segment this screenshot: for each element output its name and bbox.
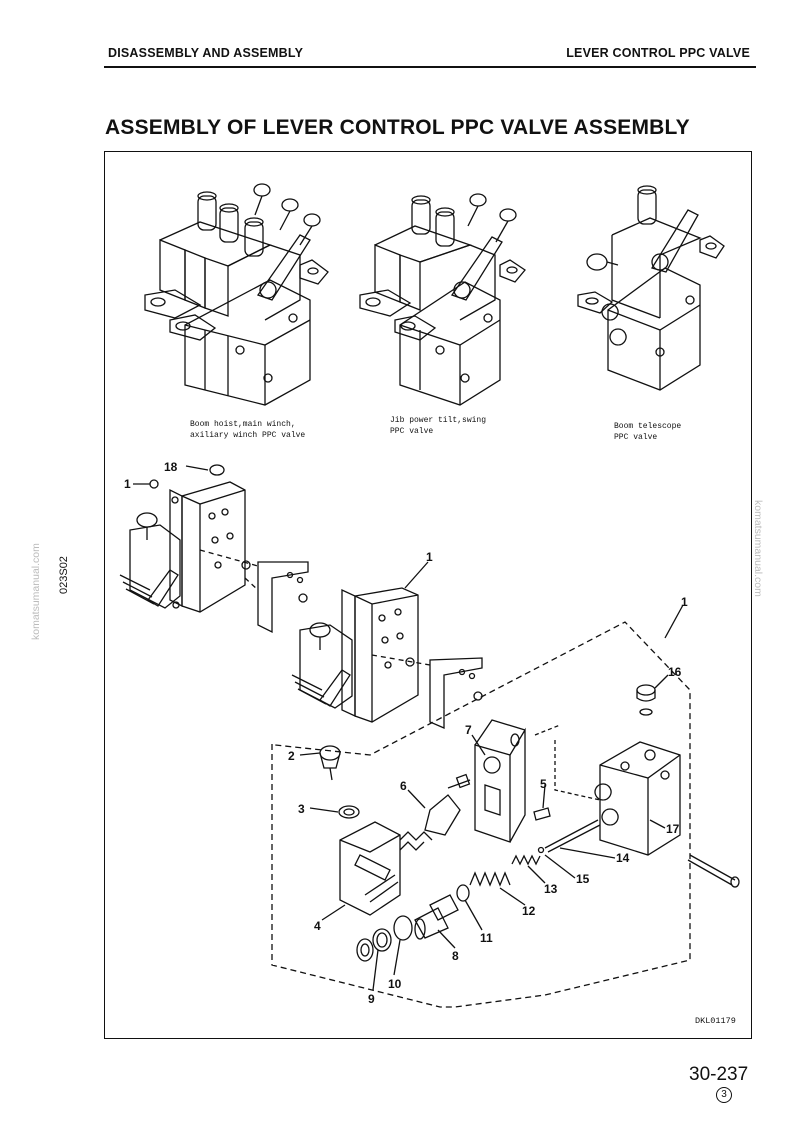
page-number: 30-237 <box>689 1064 749 1085</box>
callout-5: 5 <box>540 777 547 791</box>
valve-illustration-double <box>359 193 526 406</box>
revision-badge: 3 <box>716 1087 732 1103</box>
page-title: ASSEMBLY OF LEVER CONTROL PPC VALVE ASSE… <box>105 116 690 139</box>
callout-2: 2 <box>288 749 295 763</box>
caption-valve-3-line-1: Boom telescope <box>614 422 681 431</box>
caption-valve-2-line-2: PPC valve <box>390 427 433 436</box>
callout-14: 14 <box>616 851 630 865</box>
callout-15: 15 <box>576 872 590 886</box>
callout-11: 11 <box>480 931 493 945</box>
callout-12: 12 <box>522 904 536 918</box>
callout-1c: 1 <box>681 595 688 609</box>
caption-valve-1-line-2: axiliary winch PPC valve <box>190 431 305 440</box>
caption-valve-3-line-2: PPC valve <box>614 433 657 442</box>
caption-valve-2-line-1: Jib power tilt,swing <box>390 416 486 425</box>
header-rule <box>104 66 756 68</box>
illustration-frame <box>104 151 752 1039</box>
caption-valve-1-line-1: Boom hoist,main winch, <box>190 420 296 429</box>
callout-13: 13 <box>544 882 558 896</box>
callout-8: 8 <box>452 949 459 963</box>
valve-illustration-triple <box>144 183 329 406</box>
valve-illustration-single <box>577 185 725 391</box>
callout-9: 9 <box>368 992 375 1006</box>
callout-1b: 1 <box>426 550 433 564</box>
callout-18: 18 <box>164 460 178 474</box>
exploded-view-parts <box>119 464 740 1008</box>
header-topic: LEVER CONTROL PPC VALVE <box>566 46 750 60</box>
callout-17: 17 <box>666 822 680 836</box>
callout-1a: 1 <box>124 477 131 491</box>
drawing-id: DKL01179 <box>695 1016 736 1026</box>
callout-6: 6 <box>400 779 407 793</box>
callout-10: 10 <box>388 977 402 991</box>
callout-16: 16 <box>668 665 682 679</box>
callout-3: 3 <box>298 802 305 816</box>
callout-4: 4 <box>314 919 321 933</box>
header-section: DISASSEMBLY AND ASSEMBLY <box>108 46 304 60</box>
callout-7: 7 <box>465 723 472 737</box>
